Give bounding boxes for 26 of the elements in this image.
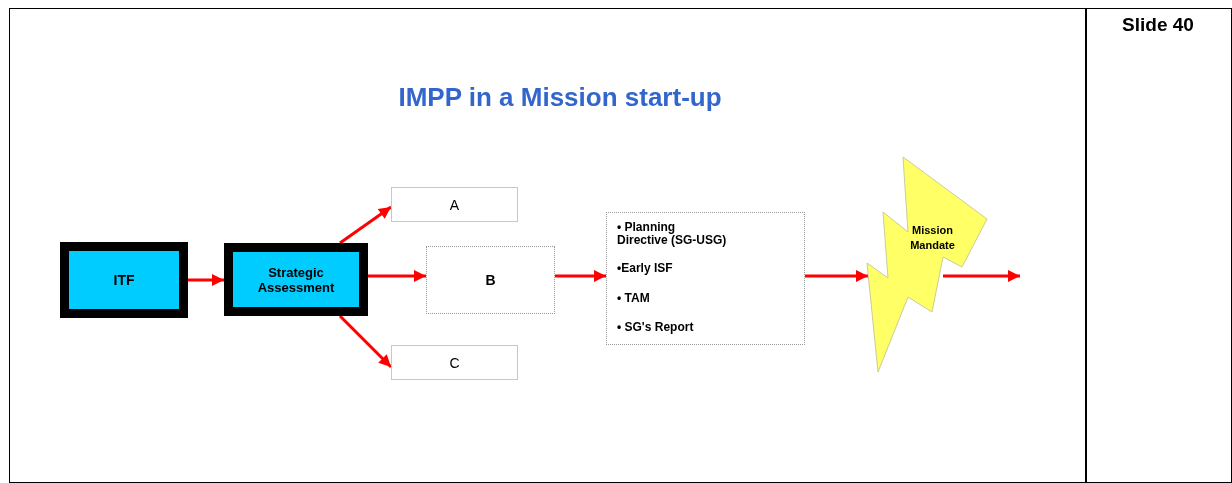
option-box — [391, 345, 518, 380]
process-box — [224, 243, 368, 316]
node-label: Strategic Assessment — [256, 264, 336, 295]
list-box — [606, 212, 805, 345]
node-label: A — [449, 196, 460, 213]
slide-number: Slide 40 — [1121, 14, 1195, 36]
arrow — [339, 205, 392, 245]
node-label: C — [449, 354, 460, 371]
lightning-bolt — [865, 155, 990, 373]
node-label: ITF — [113, 272, 135, 288]
list-item: • Planning Directive (SG-USG) — [617, 221, 727, 247]
list-item: • TAM — [617, 290, 650, 305]
arrow — [368, 270, 426, 282]
slide-title: IMPP in a Mission start-up — [397, 82, 723, 113]
list-item: • SG's Report — [617, 320, 694, 334]
arrow — [188, 274, 224, 286]
process-box — [60, 242, 188, 318]
list-item: •Early ISF — [617, 261, 673, 276]
option-box — [391, 187, 518, 222]
option-box — [426, 246, 555, 314]
arrow — [805, 270, 868, 282]
node-label: Mission Mandate — [909, 223, 956, 253]
arrow — [338, 314, 393, 369]
node-label: B — [485, 272, 496, 288]
arrow — [555, 270, 606, 282]
arrow — [943, 270, 1020, 282]
